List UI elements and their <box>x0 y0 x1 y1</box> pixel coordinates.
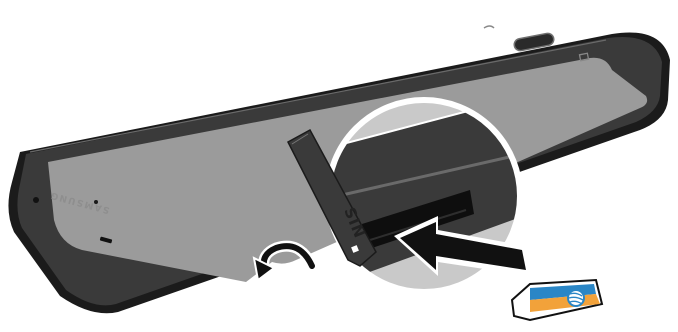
sim-card-icon <box>512 280 602 320</box>
headphone-jack <box>33 197 39 203</box>
back-key-icon <box>484 26 494 28</box>
